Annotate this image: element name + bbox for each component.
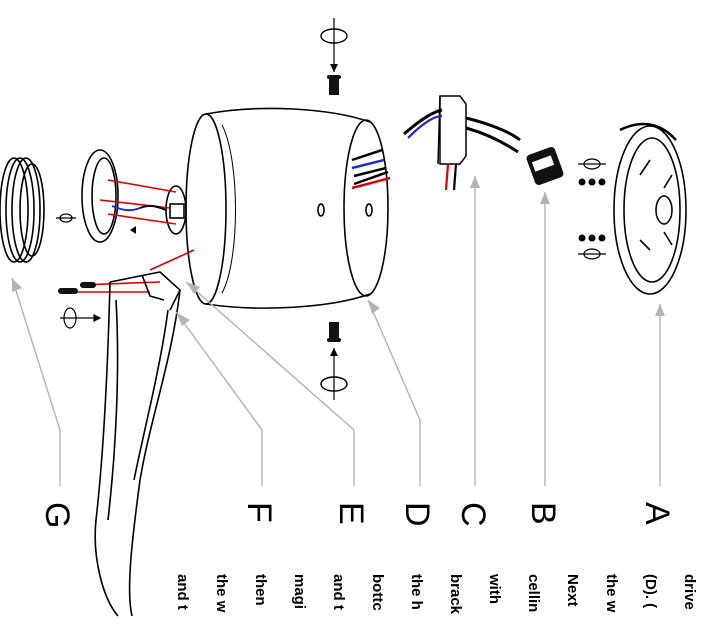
instruction-line: cellin [525, 574, 542, 612]
screw-icon [329, 322, 339, 340]
arrow-up-icon [330, 348, 338, 356]
instruction-line: Next [564, 574, 581, 607]
rotation-arrow-icon [320, 376, 348, 392]
instruction-line: bottc [369, 574, 386, 611]
instruction-line: brack [447, 574, 464, 615]
part-label-a: A [638, 502, 676, 525]
wire-connector [526, 146, 564, 186]
switch-housing [403, 95, 521, 191]
instruction-line: the w [213, 574, 230, 613]
arm-screws [58, 282, 96, 294]
arrow-down-icon [330, 64, 338, 72]
instruction-line: and t [330, 574, 347, 610]
arm-rotation-symbol [60, 307, 102, 329]
part-label-d: D [398, 502, 436, 527]
screw-icon [329, 77, 339, 95]
bracket-wires [111, 204, 167, 234]
part-label-e: E [332, 502, 370, 525]
motor-housing [185, 107, 389, 309]
bottom-screw-assembly [320, 322, 348, 400]
leader-lines [11, 176, 665, 486]
instruction-line: and t [174, 574, 191, 610]
small-rotation-symbol [56, 213, 76, 223]
plate-rotation-symbols [578, 158, 606, 260]
bracket-plate [81, 149, 187, 243]
top-screw-assembly [320, 18, 348, 95]
part-label-g: G [38, 502, 76, 528]
instruction-line: drive [681, 574, 698, 610]
instruction-line: with [486, 573, 503, 604]
instruction-line: magi [291, 574, 308, 609]
blade-arm [94, 271, 181, 617]
part-labels: A B C D E F G [38, 502, 676, 528]
part-label-b: B [524, 502, 562, 525]
instruction-line: the w [603, 574, 620, 613]
plate-screws [578, 178, 606, 242]
decorative-cap [0, 157, 45, 263]
instruction-line: (D). ( [642, 574, 659, 608]
housing-wires [351, 148, 391, 190]
instruction-line: then [252, 574, 269, 606]
part-label-f: F [240, 502, 278, 523]
mounting-plate [613, 122, 687, 295]
part-label-c: C [454, 502, 492, 527]
instruction-line: the h [408, 574, 425, 610]
instruction-text: drive (D). ( the w Next cellin with brac… [174, 573, 698, 615]
alignment-lines [64, 179, 195, 293]
